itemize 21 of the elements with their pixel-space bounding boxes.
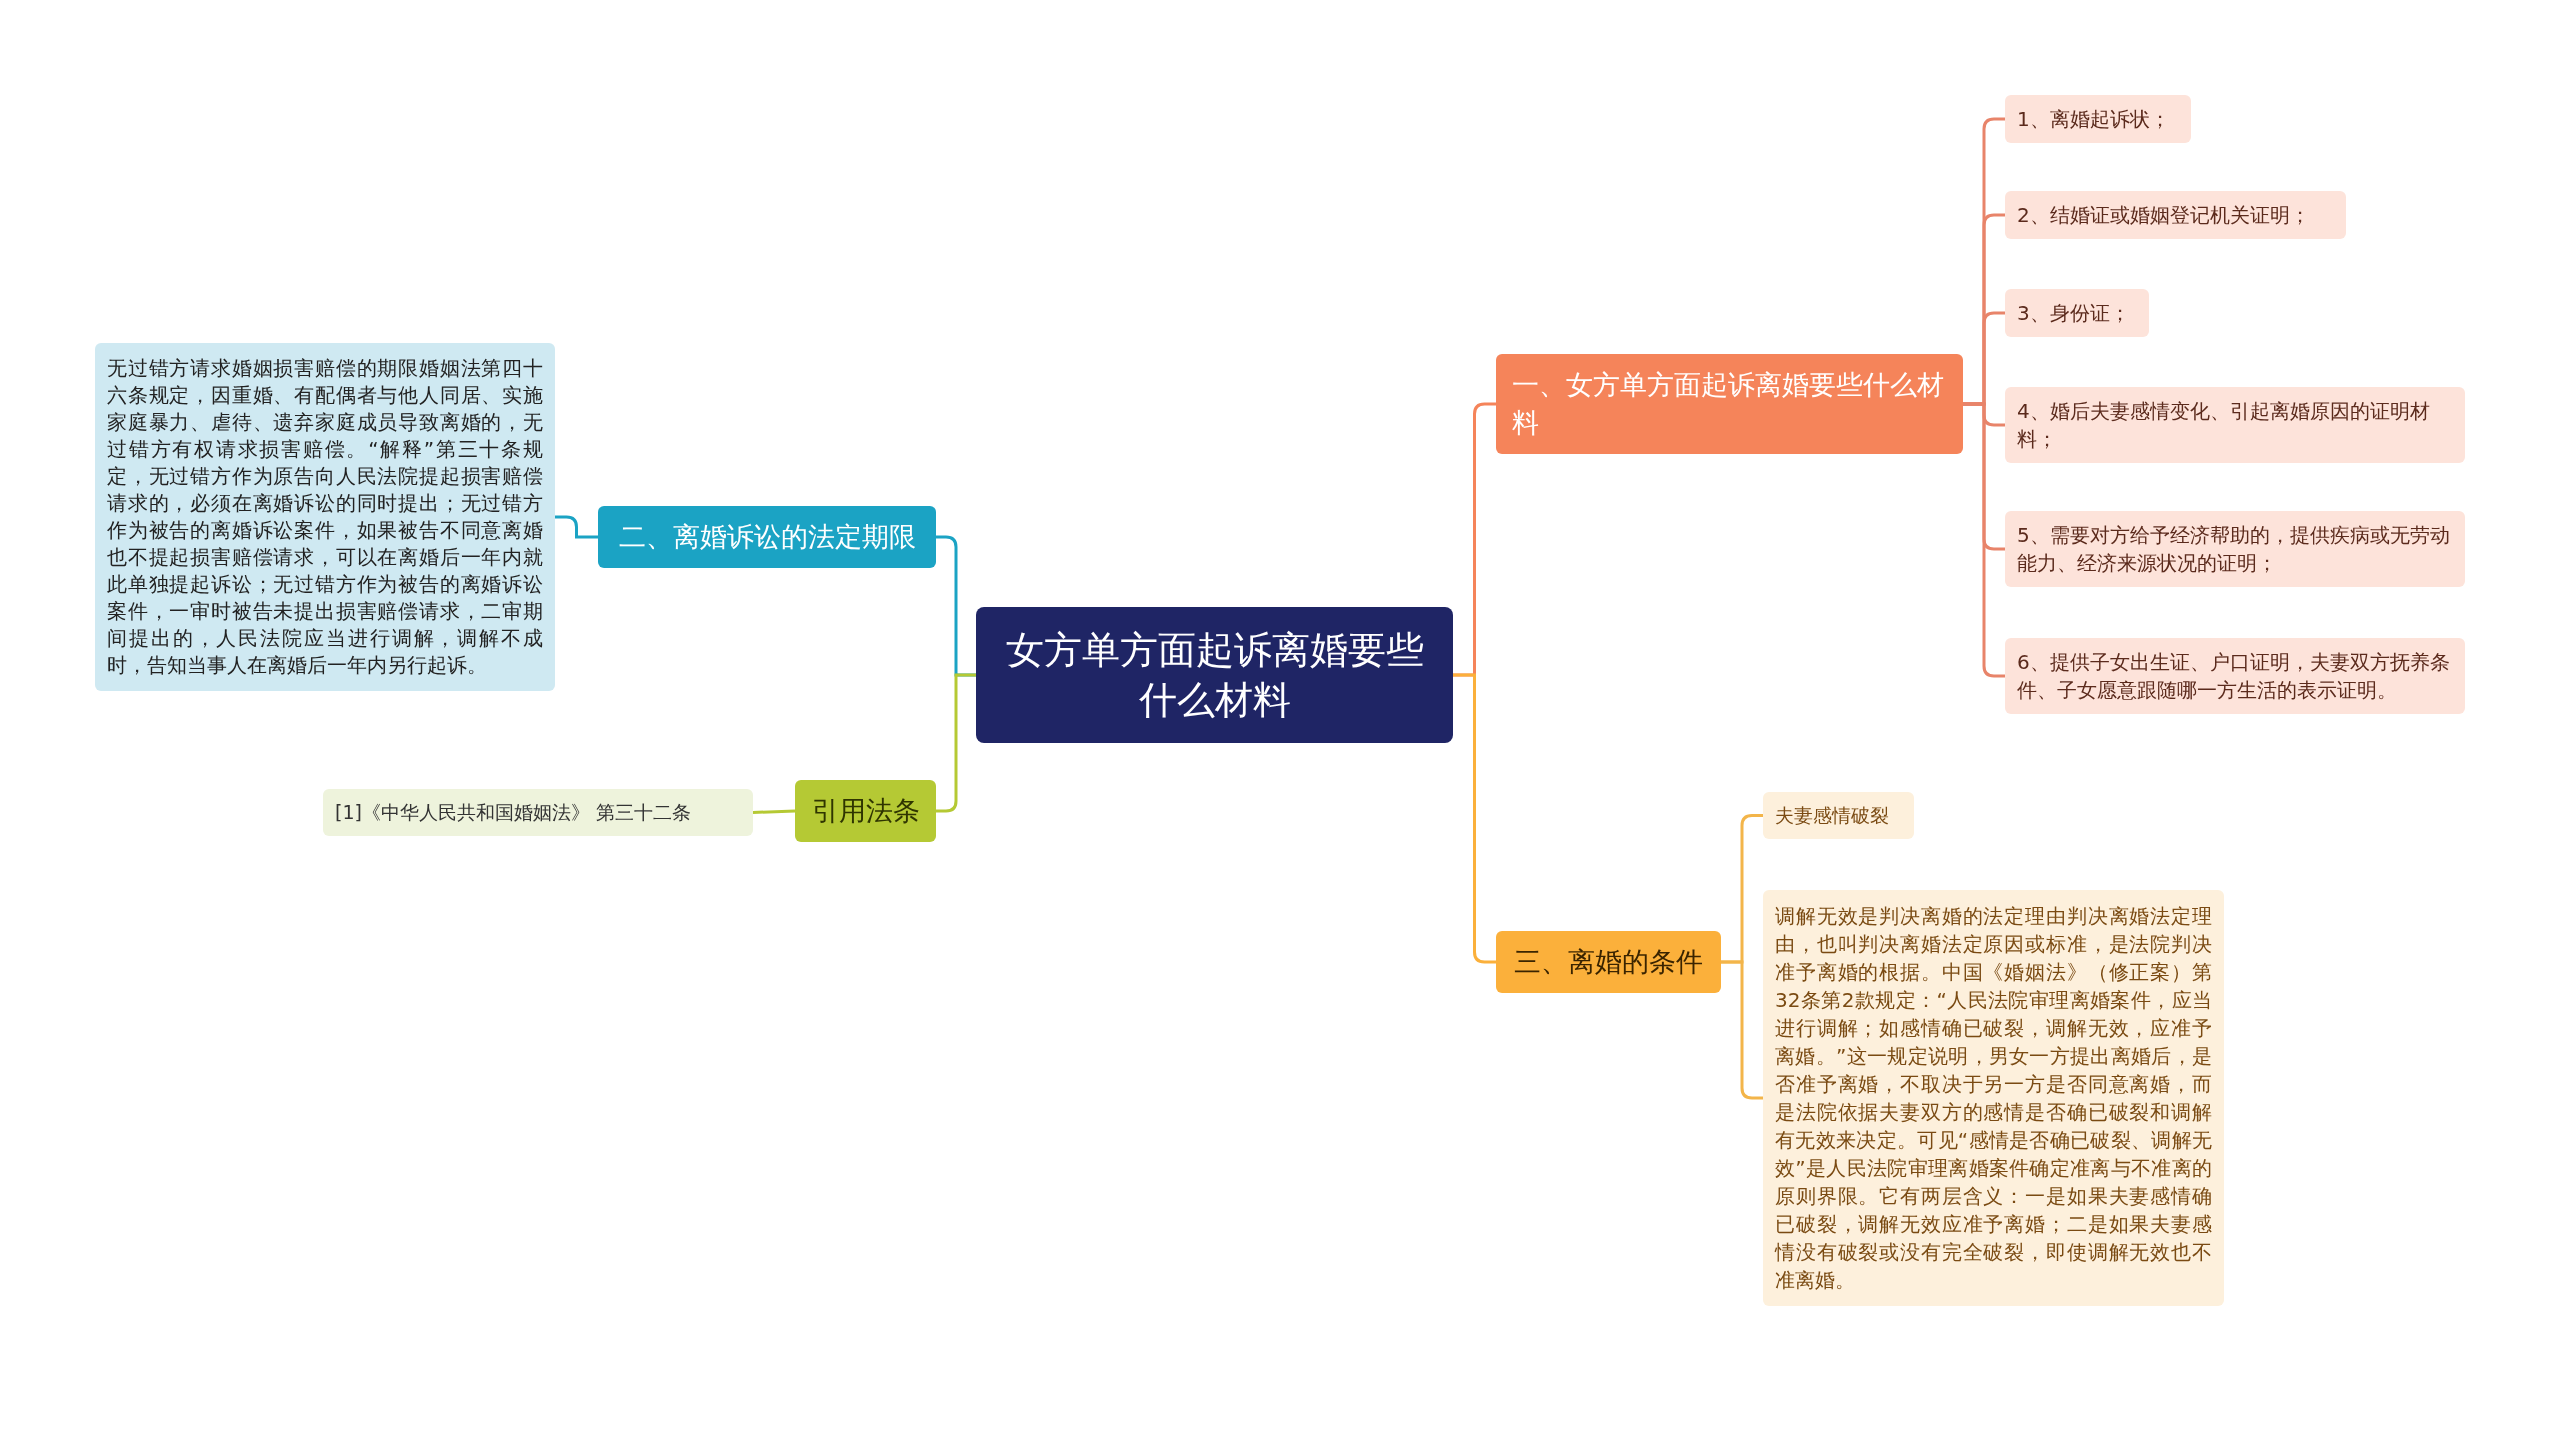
note-text: 无过错方请求婚姻损害赔偿的期限婚姻法第四十六条规定，因重婚、有配偶者与他人同居、实施家庭暴力、虐待、遗弃家庭成员导致离婚的，无过错方有权请求损害赔偿。“解释”第三十条规定，无过错方作为原告向人民法院提起损害赔偿请求的，必须在离婚诉讼的同时提出；无过错方作为被告的离婚诉讼案件，如果被告不同意离婚也不提起损害赔偿请求，可以在离婚后一年内就此单独提起诉讼；无过错方作为被告的离婚诉讼案件，一审时被告未提出损害赔偿请求，二审期间提出的，人民法院应当进行调解，调解不成时，告知当事人在离婚后一年内另行起诉。	[95, 343, 555, 691]
list-item: 6、提供子女出生证、户口证明，夫妻双方抚养条件、子女愿意跟随哪一方生活的表示证明。	[2005, 638, 2465, 714]
list-item: 3、身份证；	[2005, 289, 2149, 337]
citation-text: [1]《中华人民共和国婚姻法》 第三十二条	[323, 789, 753, 836]
connector-line	[936, 673, 976, 813]
branch-topic: 引用法条	[795, 780, 936, 842]
list-item: 5、需要对方给予经济帮助的，提供疾病或无劳动能力、经济来源状况的证明；	[2005, 511, 2465, 587]
list-item: 4、婚后夫妻感情变化、引起离婚原因的证明材料；	[2005, 387, 2465, 463]
connector-line	[1721, 960, 1763, 1100]
list-item: 2、结婚证或婚姻登记机关证明；	[2005, 191, 2346, 239]
connector-line	[1453, 673, 1496, 964]
note-text: 调解无效是判决离婚的法定理由判决离婚法定理由，也叫判决离婚法定原因或标准，是法院判决准予离婚的根据。中国《婚姻法》（修正案）第32条第2款规定：“人民法院审理离婚案件，应当进行调解；如感情确已破裂，调解无效，应准予离婚。”这一规定说明，男女一方提出离婚后，是否准予离婚，不取决于另一方是否同意离婚，而是法院依据夫妻双方的感情是否确已破裂和调解有无效来决定。可见“感情是否确已破裂、调解无效”是人民法院审理离婚案件确定准离与不准离的原则界限。它有两层含义：一是如果夫妻感情确已破裂，调解无效应准予离婚；二是如果夫妻感情没有破裂或没有完全破裂，即使调解无效也不准离婚。	[1763, 890, 2224, 1306]
branch-topic: 二、离婚诉讼的法定期限	[598, 506, 936, 568]
connector-line	[1963, 402, 2005, 678]
connector-line	[555, 515, 598, 539]
branch-topic: 三、离婚的条件	[1496, 931, 1721, 993]
list-item: 1、离婚起诉状；	[2005, 95, 2191, 143]
central-topic: 女方单方面起诉离婚要些什么材料	[976, 607, 1453, 743]
connector-line	[752, 809, 796, 814]
sub-topic: 夫妻感情破裂	[1763, 792, 1914, 839]
branch-topic: 一、女方单方面起诉离婚要些什么材料	[1496, 354, 1963, 454]
